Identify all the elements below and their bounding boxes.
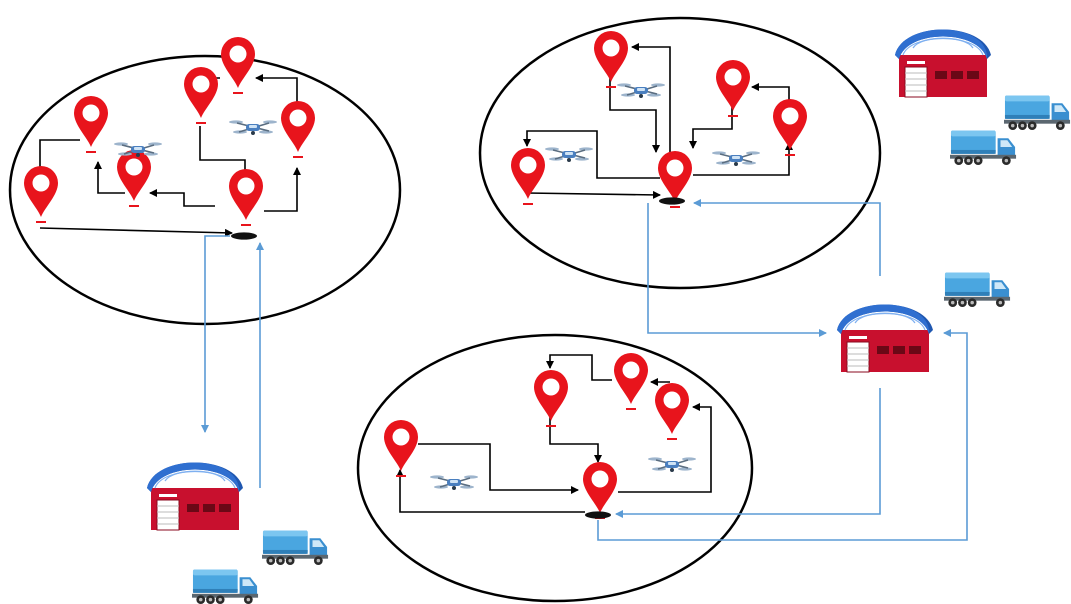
location-pin-icon — [594, 31, 628, 88]
drone-icon — [430, 475, 478, 490]
truck-icon — [950, 131, 1016, 165]
location-pin-icon — [384, 420, 418, 477]
route-lines — [527, 47, 789, 195]
route-lines — [40, 78, 297, 233]
location-pin-icon — [221, 37, 255, 94]
drone-icon — [712, 151, 760, 166]
truck-icon — [192, 570, 258, 604]
warehouse-bottom-left — [147, 463, 328, 604]
drone-icon — [617, 83, 665, 98]
location-pin-icon — [773, 99, 807, 156]
zone-top-right — [480, 18, 880, 288]
depot-icon — [659, 197, 685, 204]
location-pin-icon — [117, 150, 151, 207]
location-pin-icon — [534, 370, 568, 427]
drone-icon — [648, 457, 696, 472]
location-pin-icon — [583, 462, 617, 519]
depot-icon — [585, 511, 611, 518]
location-pin-icon — [74, 96, 108, 153]
drone-icon — [229, 120, 277, 135]
location-pin-icon — [511, 148, 545, 205]
warehouse-icon — [147, 463, 243, 531]
warehouse-top-right — [895, 30, 1070, 166]
warehouse-icon — [837, 305, 933, 373]
warehouse-icon — [895, 30, 991, 98]
zone-bottom-center — [358, 335, 752, 601]
truck-icon — [1004, 96, 1070, 130]
location-pin-icon — [655, 383, 689, 440]
location-pin-icon — [229, 169, 263, 226]
location-pin-icon — [184, 67, 218, 124]
warehouse-middle-right — [837, 273, 1010, 372]
truck-icon — [262, 531, 328, 565]
location-pin-icon — [614, 353, 648, 410]
drone-icon — [545, 147, 593, 162]
location-pin-icon — [281, 101, 315, 158]
location-pin-icon — [716, 60, 750, 117]
drone-icon — [114, 142, 162, 157]
location-pin-icon — [24, 166, 58, 223]
depot-icon — [231, 232, 257, 239]
truck-icon — [944, 273, 1010, 307]
